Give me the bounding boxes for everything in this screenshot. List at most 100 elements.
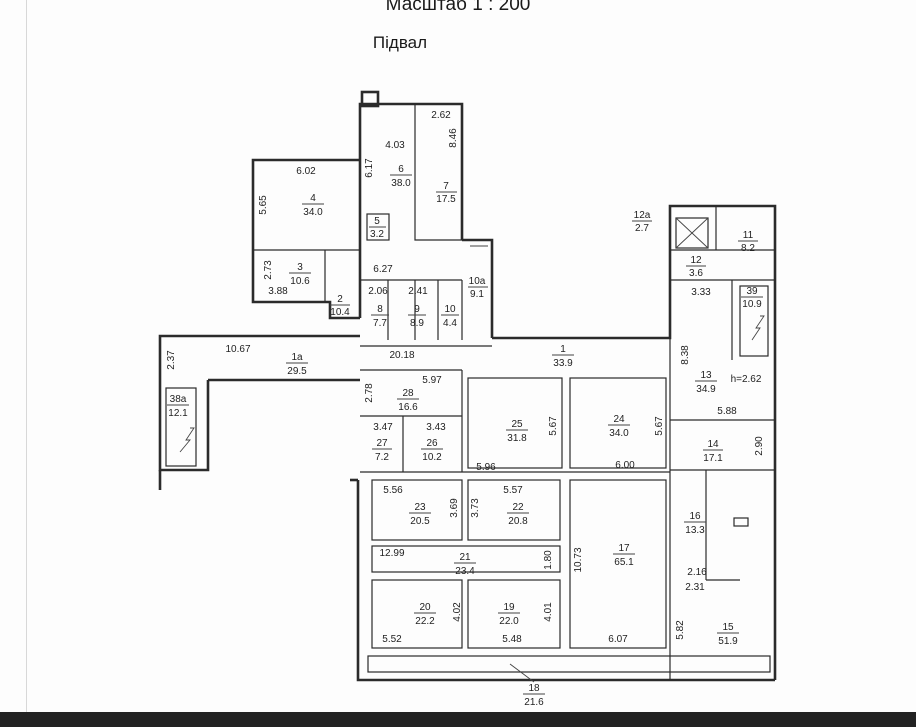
scale-label: Масштаб 1 : 200: [385, 0, 531, 15]
dim-label: 3.43: [426, 422, 446, 433]
room-16: 16 13.3: [684, 511, 706, 536]
svg-text:65.1: 65.1: [614, 557, 634, 568]
dim-label: 3.47: [373, 422, 393, 433]
dim-label: 2.78: [364, 383, 375, 403]
svg-text:6: 6: [398, 164, 404, 175]
dim-label: 6.07: [608, 634, 628, 645]
room-28: 28 16.6: [397, 388, 419, 413]
svg-text:12: 12: [690, 255, 702, 266]
svg-text:1: 1: [560, 344, 566, 355]
svg-text:10.4: 10.4: [330, 307, 350, 318]
svg-text:22.2: 22.2: [415, 616, 435, 627]
dim-label: 10.67: [225, 344, 250, 355]
dim-label: 3.69: [449, 498, 460, 518]
dim-label: 4.03: [385, 140, 405, 151]
svg-text:17.1: 17.1: [703, 453, 723, 464]
height-note: h=2.62: [731, 374, 762, 385]
svg-text:34.9: 34.9: [696, 384, 716, 395]
dim-label: 2.31: [685, 582, 705, 593]
svg-text:23: 23: [414, 502, 426, 513]
dim-label: 4.01: [543, 602, 554, 622]
dim-label: 8.46: [448, 128, 459, 148]
dim-label: 5.97: [422, 375, 442, 386]
dim-label: 2.41: [408, 286, 428, 297]
svg-text:7.7: 7.7: [373, 318, 387, 329]
dim-label: 5.82: [675, 620, 686, 640]
svg-text:20.5: 20.5: [410, 516, 430, 527]
svg-text:13: 13: [700, 370, 712, 381]
svg-text:16.6: 16.6: [398, 402, 418, 413]
dim-label: 2.73: [263, 260, 274, 280]
svg-text:2.7: 2.7: [635, 223, 649, 234]
dim-label: 5.96: [476, 462, 496, 473]
room-13: 13 34.9: [695, 370, 717, 395]
svg-text:4.4: 4.4: [443, 318, 457, 329]
room-11: 118.2: [738, 230, 758, 254]
dim-label: 1.80: [543, 550, 554, 570]
svg-text:13.3: 13.3: [685, 525, 705, 536]
outer-walls: [158, 90, 777, 682]
dim-label: 5.56: [383, 485, 403, 496]
svg-text:10.6: 10.6: [290, 276, 310, 287]
dim-label: 3.73: [470, 498, 481, 518]
svg-text:7.2: 7.2: [375, 452, 389, 463]
dim-label: 2.37: [166, 350, 177, 370]
svg-text:16: 16: [689, 511, 701, 522]
svg-text:5: 5: [374, 216, 380, 227]
svg-text:28: 28: [402, 388, 414, 399]
svg-text:25: 25: [511, 419, 523, 430]
svg-text:14: 14: [707, 439, 719, 450]
dim-label: 6.27: [373, 264, 393, 275]
svg-text:38.0: 38.0: [391, 178, 411, 189]
room-3: 310.6: [289, 262, 311, 287]
dim-label: 4.02: [452, 602, 463, 622]
dim-label: 2.90: [754, 436, 765, 456]
room-6: 638.0: [390, 164, 412, 189]
svg-text:33.9: 33.9: [553, 358, 573, 369]
svg-text:7: 7: [443, 181, 449, 192]
room-1: 133.9: [552, 344, 574, 369]
dim-label: 2.16: [687, 567, 707, 578]
room-27: 277.2: [372, 438, 392, 463]
dim-label: 5.88: [717, 406, 737, 417]
svg-text:8.2: 8.2: [741, 243, 755, 254]
svg-text:3: 3: [297, 262, 303, 273]
floor-title: Підвал: [372, 33, 428, 52]
svg-text:34.0: 34.0: [303, 207, 323, 218]
dim-label: 5.67: [548, 416, 559, 436]
svg-text:8.9: 8.9: [410, 318, 424, 329]
svg-text:22.0: 22.0: [499, 616, 519, 627]
dim-label: 3.33: [691, 287, 711, 298]
dim-label: 10.73: [573, 547, 584, 572]
svg-text:9.1: 9.1: [470, 289, 484, 300]
room-23: 23 20.5: [409, 502, 431, 527]
svg-text:11: 11: [743, 230, 754, 241]
room-21: 21 23.4: [454, 552, 476, 577]
room-8: 87.7: [371, 304, 389, 329]
room-4: 434.0: [302, 193, 324, 218]
svg-text:21.6: 21.6: [524, 697, 544, 708]
svg-text:38a: 38a: [170, 394, 187, 405]
svg-text:23.4: 23.4: [455, 566, 475, 577]
svg-text:10: 10: [444, 304, 456, 315]
svg-text:15: 15: [722, 622, 734, 633]
dim-label: 6.00: [615, 460, 635, 471]
svg-text:51.9: 51.9: [718, 636, 738, 647]
svg-text:21: 21: [459, 552, 471, 563]
svg-text:12a: 12a: [634, 210, 651, 221]
svg-text:34.0: 34.0: [609, 428, 629, 439]
svg-text:8: 8: [377, 304, 383, 315]
room-15: 15 51.9: [717, 622, 739, 647]
svg-text:2: 2: [337, 294, 343, 305]
dim-label: 5.65: [258, 195, 269, 215]
dim-label: 20.18: [389, 350, 414, 361]
svg-text:10a: 10a: [469, 276, 486, 287]
dim-label: 12.99: [379, 548, 404, 559]
stair-shaft-top: [360, 90, 380, 108]
